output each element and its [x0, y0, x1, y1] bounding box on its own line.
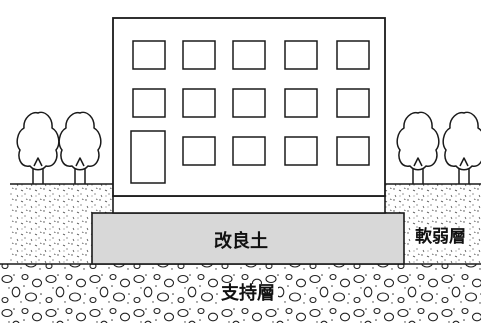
window: [336, 136, 370, 166]
support-layer-label: 支持層: [218, 284, 278, 304]
window: [284, 88, 318, 118]
window: [284, 40, 318, 70]
tree: [442, 111, 481, 184]
window: [132, 40, 166, 70]
soft-layer-label: 軟弱層: [413, 227, 468, 247]
window: [284, 136, 318, 166]
improved-soil-block: [91, 212, 405, 265]
window: [232, 136, 266, 166]
door: [130, 130, 166, 184]
tree: [396, 111, 440, 184]
tree: [58, 111, 102, 184]
window: [232, 88, 266, 118]
window: [336, 40, 370, 70]
window: [336, 88, 370, 118]
window: [132, 88, 166, 118]
foundation-slab: [112, 195, 386, 214]
window: [182, 88, 216, 118]
tree: [16, 111, 60, 184]
window: [232, 40, 266, 70]
window: [182, 136, 216, 166]
improved-soil-label: 改良土: [214, 231, 268, 252]
window: [182, 40, 216, 70]
